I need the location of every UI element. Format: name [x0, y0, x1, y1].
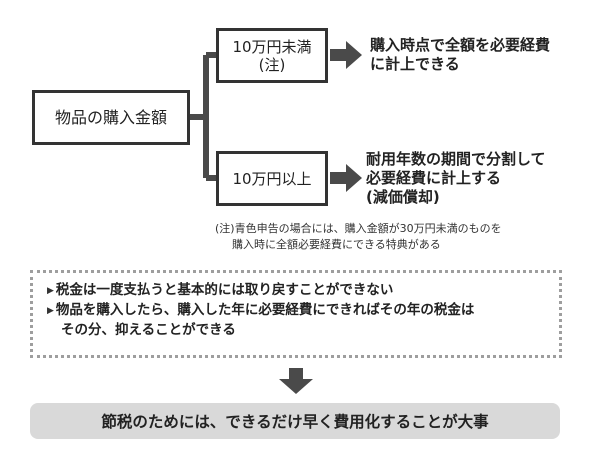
- point-item: ▶物品を購入したら、購入した年に必要経費にできればその年の税金は: [47, 301, 547, 321]
- right-arrow-icon: [330, 41, 362, 69]
- footnote-line-2: 購入時に全額必要経費にできる特典がある: [232, 238, 441, 251]
- outcome-text-under-100k: 購入時点で全額を必要経費 に計上できる: [370, 36, 550, 74]
- right-arrow-icon: [330, 164, 362, 192]
- bullet-triangle-icon: ▶: [47, 306, 54, 316]
- tree-connector: [190, 52, 218, 181]
- condition-label: 10万円以上: [232, 169, 312, 188]
- condition-note-mark: (注): [258, 55, 286, 74]
- conclusion-text: 節税のためには、できるだけ早く費用化することが大事: [101, 413, 489, 431]
- outcome-line: 必要経費に計上する: [366, 169, 502, 187]
- point-text: 税金は一度支払うと基本的には取り戻すことができない: [55, 282, 394, 298]
- point-item: ▶税金は一度支払うと基本的には取り戻すことができない: [47, 281, 547, 301]
- outcome-line: 耐用年数の期間で分割して: [366, 150, 546, 168]
- down-arrow-icon: [279, 368, 313, 394]
- outcome-line: (減価償却): [366, 188, 440, 206]
- condition-label: 10万円未満: [232, 37, 312, 56]
- condition-box-under-100k: 10万円未満 (注): [216, 28, 328, 83]
- root-label: 物品の購入金額: [54, 107, 167, 127]
- point-item-continuation: その分、抑えることができる: [47, 321, 547, 340]
- outcome-line: に計上できる: [370, 55, 460, 73]
- footnote-line-1: (注)青色申告の場合には、購入金額が30万円未満のものを: [215, 222, 502, 235]
- conclusion-banner: 節税のためには、できるだけ早く費用化することが大事: [30, 403, 560, 439]
- outcome-line: 購入時点で全額を必要経費: [370, 36, 551, 54]
- outcome-text-over-100k: 耐用年数の期間で分割して 必要経費に計上する (減価償却): [366, 150, 546, 207]
- point-text: その分、抑えることができる: [61, 322, 236, 338]
- root-box: 物品の購入金額: [32, 90, 190, 145]
- key-points-box: ▶税金は一度支払うと基本的には取り戻すことができない ▶物品を購入したら、購入し…: [30, 270, 562, 358]
- condition-box-over-100k: 10万円以上: [216, 151, 328, 206]
- bullet-triangle-icon: ▶: [47, 286, 54, 296]
- point-text: 物品を購入したら、購入した年に必要経費にできればその年の税金は: [55, 302, 475, 318]
